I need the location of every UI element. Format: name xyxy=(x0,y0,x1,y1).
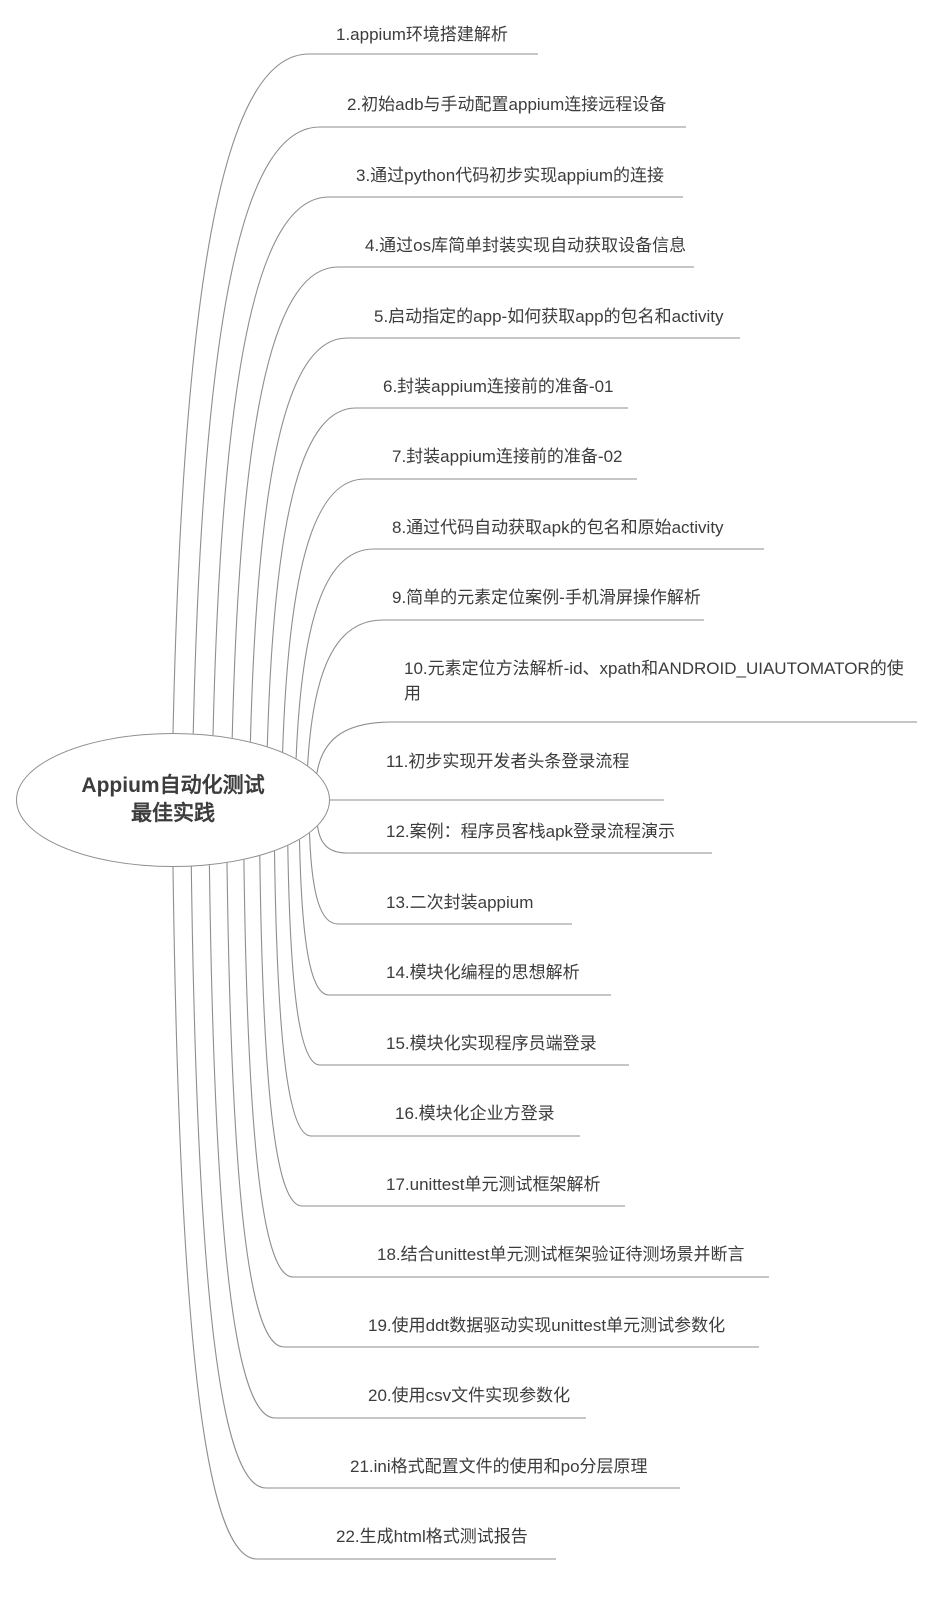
branch-label[interactable]: 12.案例：程序员客栈apk登录流程演示 xyxy=(386,822,676,841)
branch-label[interactable]: 3.通过python代码初步实现appium的连接 xyxy=(356,166,664,185)
branch-edge xyxy=(308,833,572,925)
branch-label[interactable]: 4.通过os库简单封装实现自动获取设备信息 xyxy=(365,236,687,255)
branch-label[interactable]: 16.模块化企业方登录 xyxy=(395,1104,555,1123)
branch-label[interactable]: 22.生成html格式测试报告 xyxy=(336,1527,528,1546)
branch-label[interactable]: 18.结合unittest单元测试框架验证待测场景并断言 xyxy=(377,1245,745,1264)
branch-edge xyxy=(317,826,712,854)
branch-edge xyxy=(295,548,764,759)
branch-edge xyxy=(208,865,586,1419)
root-title-line-2: 最佳实践 xyxy=(131,802,215,825)
branch-label[interactable]: 7.封装appium连接前的准备-02 xyxy=(392,447,623,466)
branch-label[interactable]: 14.模块化编程的思想解析 xyxy=(386,963,580,982)
branch-label[interactable]: 20.使用csv文件实现参数化 xyxy=(368,1386,571,1405)
root-node-label: Appium自动化测试 最佳实践 xyxy=(81,772,264,828)
branch-label[interactable]: 8.通过代码自动获取apk的包名和原始activity xyxy=(392,518,724,537)
branch-edge xyxy=(243,859,769,1278)
branch-label[interactable]: 19.使用ddt数据驱动实现unittest单元测试参数化 xyxy=(368,1316,726,1335)
branch-label[interactable]: 6.封装appium连接前的准备-01 xyxy=(383,377,614,396)
branch-edge xyxy=(212,196,683,736)
branch-label[interactable]: 1.appium环境搭建解析 xyxy=(336,25,508,44)
branch-label[interactable]: 17.unittest单元测试框架解析 xyxy=(386,1175,601,1194)
branch-edge xyxy=(282,478,637,753)
root-title-line-1: Appium自动化测试 xyxy=(81,774,265,797)
branch-label[interactable]: 11.初步实现开发者头条登录流程 xyxy=(386,752,630,771)
branch-edge xyxy=(307,619,704,766)
branch-label[interactable]: 9.简单的元素定位案例-手机滑屏操作解析 xyxy=(392,588,701,607)
branch-edge xyxy=(172,866,556,1560)
branch-edge xyxy=(287,845,629,1066)
branch-label[interactable]: 21.ini格式配置文件的使用和po分层原理 xyxy=(350,1457,648,1476)
branch-label[interactable]: 5.启动指定的app-如何获取app的包名和activity xyxy=(374,307,724,326)
branch-label[interactable]: 2.初始adb与手动配置appium连接远程设备 xyxy=(347,95,667,114)
branch-edge xyxy=(226,862,759,1348)
branch-edge xyxy=(172,53,538,734)
branch-edge xyxy=(298,839,611,996)
branch-edge xyxy=(259,855,625,1207)
branch-edge xyxy=(249,337,740,742)
branch-label[interactable]: 13.二次封装appium xyxy=(386,893,534,912)
branch-edge xyxy=(266,407,628,747)
branch-edge xyxy=(192,126,686,734)
branch-edge xyxy=(316,721,917,774)
branch-edge xyxy=(273,851,580,1137)
branch-label[interactable]: 15.模块化实现程序员端登录 xyxy=(386,1034,597,1053)
root-node[interactable]: Appium自动化测试 最佳实践 xyxy=(16,733,330,867)
branch-edge xyxy=(231,266,694,738)
branch-label[interactable]: 10.元素定位方法解析-id、xpath和ANDROID_UIAUTOMATOR… xyxy=(404,659,904,703)
branch-edge xyxy=(190,866,680,1489)
